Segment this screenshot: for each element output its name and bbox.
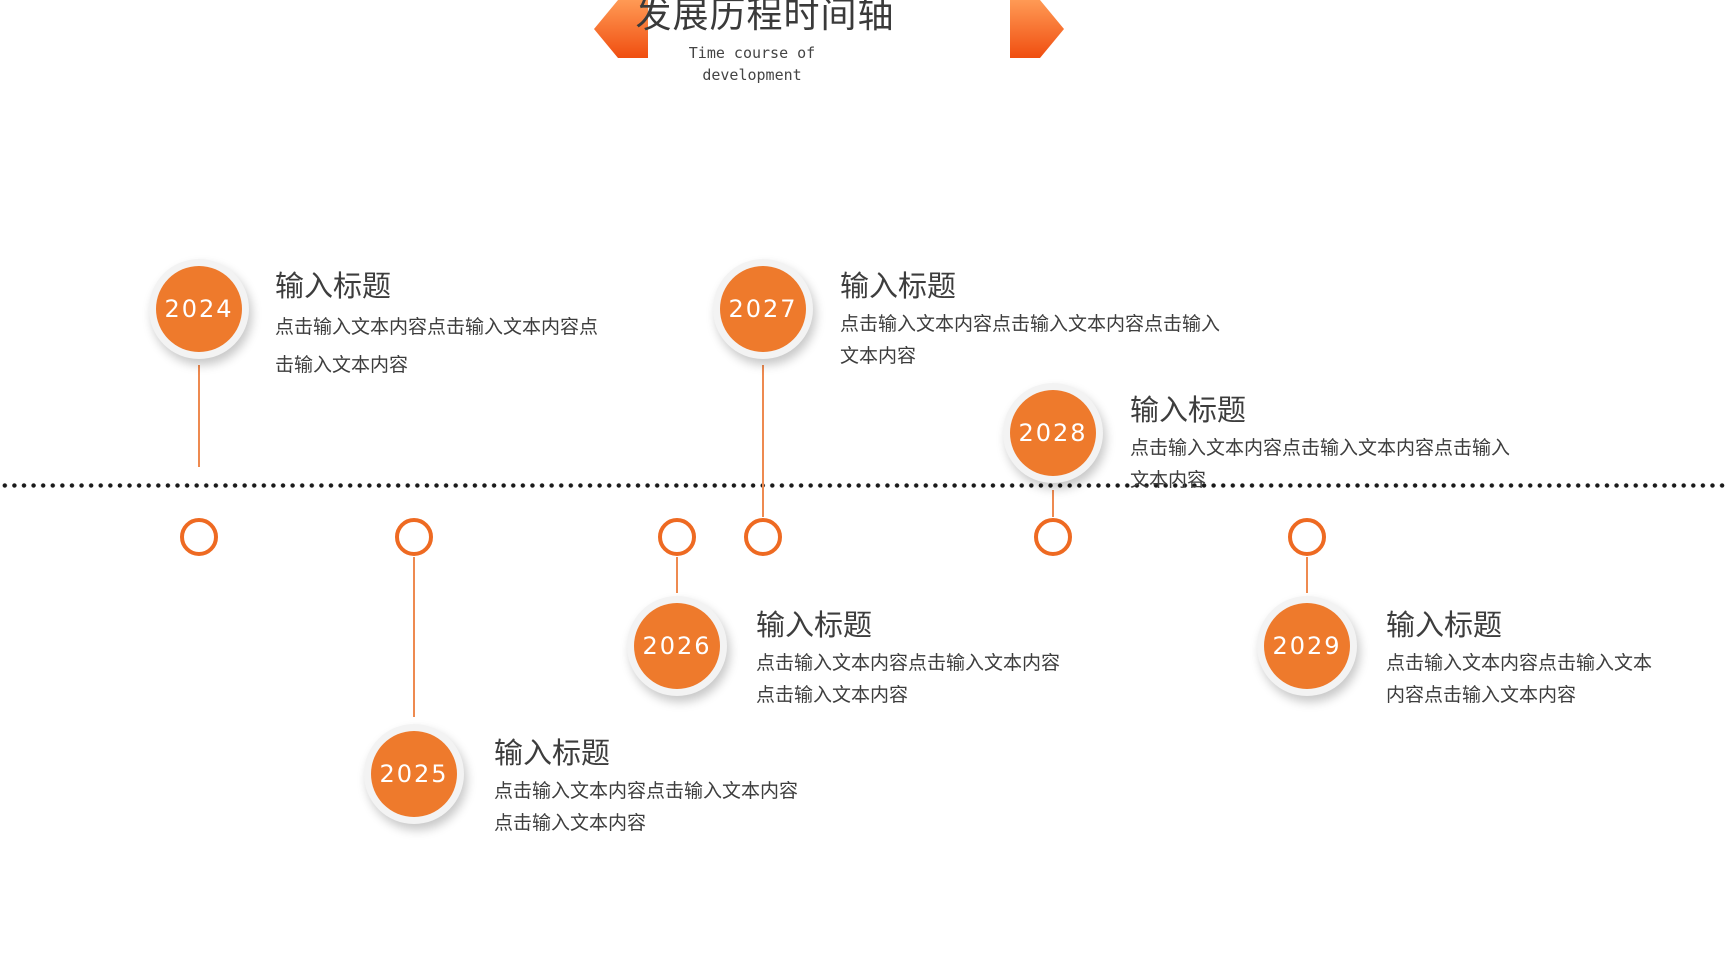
event-card: 输入标题 点击输入文本内容点击输入文本内容点击输入文本内容 <box>840 268 1220 372</box>
timeline-node[interactable] <box>1034 518 1072 556</box>
event-title: 输入标题 <box>275 269 392 303</box>
connector-line <box>198 365 200 467</box>
connector-line <box>1052 490 1054 517</box>
timeline-axis <box>0 483 1728 488</box>
year-badge[interactable]: 2026 <box>627 596 727 696</box>
event-description: 点击输入文本内容点击输入文本内容点击输入文本内容 <box>1386 652 1653 706</box>
connector-line <box>676 557 678 593</box>
connector-line <box>1306 557 1308 593</box>
timeline-node[interactable] <box>1288 518 1326 556</box>
timeline-node[interactable] <box>180 518 218 556</box>
event-description: 点击输入文本内容点击输入文本内容点击输入文本内容 <box>275 316 599 376</box>
event-title: 输入标题 <box>494 736 611 770</box>
event-title: 输入标题 <box>756 608 873 642</box>
timeline-node[interactable] <box>395 518 433 556</box>
year-label: 2024 <box>156 266 242 352</box>
event-card: 输入标题 点击输入文本内容点击输入文本内容点击输入文本内容 <box>494 735 804 839</box>
event-card: 输入标题 点击输入文本内容点击输入文本内容点击输入文本内容 <box>275 268 605 384</box>
event-description: 点击输入文本内容点击输入文本内容点击输入文本内容 <box>494 780 799 834</box>
timeline-node[interactable] <box>744 518 782 556</box>
year-badge[interactable]: 2025 <box>364 724 464 824</box>
connector-line <box>413 557 415 717</box>
year-label: 2027 <box>720 266 806 352</box>
year-badge[interactable]: 2027 <box>713 259 813 359</box>
year-label: 2026 <box>634 603 720 689</box>
year-badge[interactable]: 2029 <box>1257 596 1357 696</box>
left-arrow-icon <box>594 0 648 58</box>
timeline-node[interactable] <box>658 518 696 556</box>
event-card: 输入标题 点击输入文本内容点击输入文本内容点击输入文本内容 <box>1386 607 1656 711</box>
event-description: 点击输入文本内容点击输入文本内容点击输入文本内容 <box>840 313 1221 367</box>
right-arrow-icon <box>1010 0 1064 58</box>
page-title: 发展历程时间轴 <box>635 0 895 36</box>
year-badge[interactable]: 2024 <box>149 259 249 359</box>
event-title: 输入标题 <box>840 269 957 303</box>
year-label: 2028 <box>1010 390 1096 476</box>
connector-line <box>762 365 764 517</box>
year-label: 2029 <box>1264 603 1350 689</box>
event-description: 点击输入文本内容点击输入文本内容点击输入文本内容 <box>1130 437 1511 491</box>
event-title: 输入标题 <box>1130 393 1247 427</box>
event-card: 输入标题 点击输入文本内容点击输入文本内容点击输入文本内容 <box>1130 392 1510 496</box>
event-description: 点击输入文本内容点击输入文本内容点击输入文本内容 <box>756 652 1061 706</box>
event-card: 输入标题 点击输入文本内容点击输入文本内容点击输入文本内容 <box>756 607 1066 711</box>
event-title: 输入标题 <box>1386 608 1503 642</box>
year-label: 2025 <box>371 731 457 817</box>
page-subtitle: Time course of development <box>688 44 816 84</box>
year-badge[interactable]: 2028 <box>1003 383 1103 483</box>
